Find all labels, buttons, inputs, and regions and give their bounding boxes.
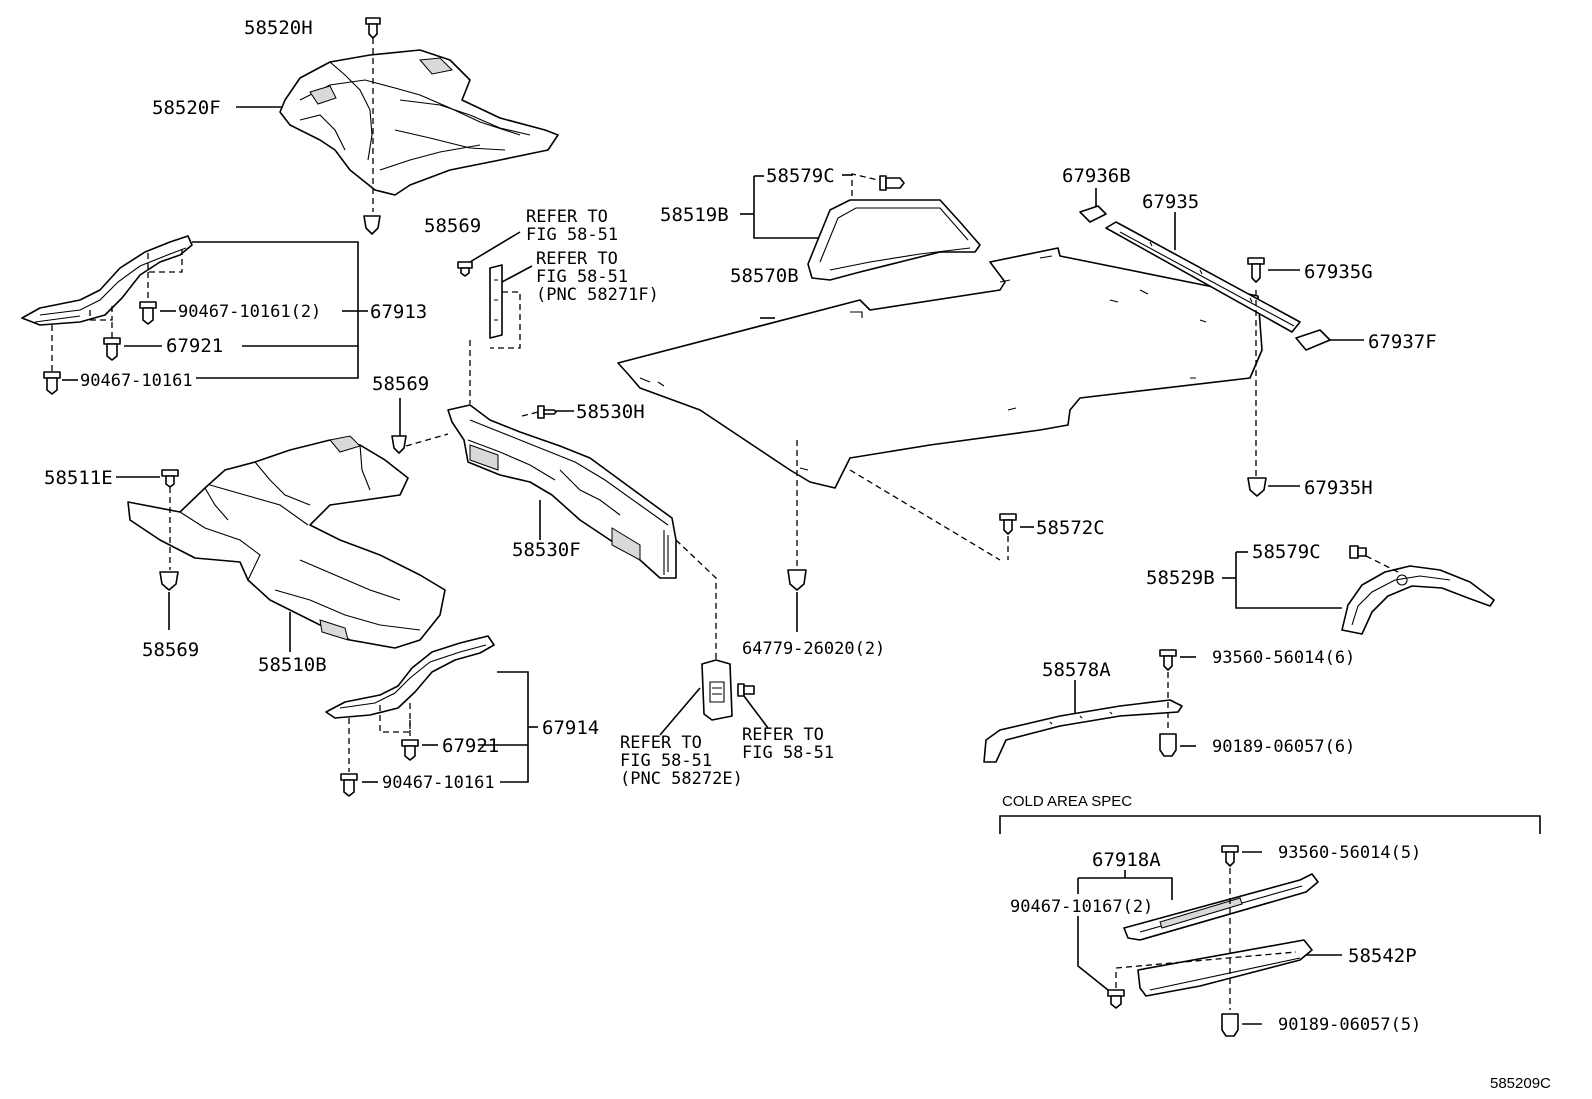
label-58572C: 58572C: [1036, 517, 1105, 539]
label-93560-56014-6: 93560-56014(6): [1212, 648, 1355, 668]
clip-58579C-upper: [879, 175, 905, 191]
part-67935-rail: [1105, 221, 1301, 333]
label-90467-10161-upper: 90467-10161: [80, 371, 193, 391]
label-90189-06057-6: 90189-06057(6): [1212, 737, 1355, 757]
part-67937F-pad: [1295, 329, 1331, 351]
screw-67935G: [1247, 257, 1265, 283]
label-67914: 67914: [542, 717, 599, 739]
clip-64779-26020: [787, 569, 807, 591]
label-58579C-upper: 58579C: [766, 165, 835, 187]
label-90467-10161-2: 90467-10161(2): [178, 302, 321, 322]
part-58578A-bar: [983, 699, 1183, 763]
part-58530F-tunnel: [447, 404, 677, 579]
label-58579C-lower: 58579C: [1252, 541, 1321, 563]
label-67935: 67935: [1142, 191, 1199, 213]
part-58519B-cover: [807, 199, 981, 281]
bracket-58272E: [701, 659, 733, 721]
label-58569-mid: 58569: [372, 373, 429, 395]
screw-58579C-lower: [1349, 545, 1367, 559]
part-67914-step-panel: [325, 635, 495, 719]
clip-58520H: [365, 17, 381, 39]
label-refer-1a: REFER TO: [526, 207, 608, 227]
label-67935H: 67935H: [1304, 477, 1373, 499]
clip-58569-center: [457, 261, 473, 277]
label-93560-56014-5: 93560-56014(5): [1278, 843, 1421, 863]
label-58520F: 58520F: [152, 97, 221, 119]
label-refer-4b: FIG 58-51: [742, 743, 834, 763]
clip-67921-lower: [401, 739, 419, 761]
label-67937F: 67937F: [1368, 331, 1437, 353]
bracket-58271F: [489, 264, 503, 339]
nut-90189-06057-5: [1221, 1013, 1239, 1037]
label-refer-2b: FIG 58-51: [536, 267, 628, 287]
label-refer-1b: FIG 58-51: [526, 225, 618, 245]
label-58530H: 58530H: [576, 401, 645, 423]
clip-90467-10161-upper-step: [139, 301, 157, 325]
clip-58530H: [537, 405, 557, 419]
figure-id: 585209C: [1490, 1075, 1551, 1092]
part-58529B-wheelhouse: [1341, 565, 1495, 635]
part-67913-step-panel: [21, 235, 193, 326]
label-67921-lower: 67921: [442, 735, 499, 757]
label-refer-3a: REFER TO: [620, 733, 702, 753]
screw-93560-56014-6: [1159, 649, 1177, 671]
label-58578A: 58578A: [1042, 659, 1111, 681]
screw-93560-56014-5: [1221, 845, 1239, 867]
label-refer-2c: (PNC 58271F): [536, 285, 659, 305]
label-refer-3c: (PNC 58272E): [620, 769, 743, 789]
label-67913: 67913: [370, 301, 427, 323]
part-58510B-carpet: [127, 435, 446, 649]
label-67921-upper: 67921: [166, 335, 223, 357]
label-58510B: 58510B: [258, 654, 327, 676]
label-64779-26020-2: 64779-26020(2): [742, 639, 885, 659]
nut-90189-06057-6: [1159, 733, 1177, 757]
label-67936B: 67936B: [1062, 165, 1131, 187]
label-90467-10161-lower: 90467-10161: [382, 773, 495, 793]
part-67936B-pad: [1079, 205, 1107, 223]
label-90467-10167-2: 90467-10167(2): [1010, 897, 1153, 917]
part-58520F-carpet: [279, 49, 559, 196]
clip-58569-upper: [363, 215, 381, 235]
label-cold-area-spec: COLD AREA SPEC: [1002, 793, 1132, 810]
clip-refer-58-51: [737, 683, 755, 697]
clip-58569-lower: [159, 571, 179, 591]
clip-58569-mid: [391, 435, 407, 454]
label-58511E: 58511E: [44, 467, 113, 489]
label-67935G: 67935G: [1304, 261, 1373, 283]
label-90189-06057-5: 90189-06057(5): [1278, 1015, 1421, 1035]
label-58569-lower: 58569: [142, 639, 199, 661]
part-67918A-sill: [1123, 873, 1319, 941]
label-58530F: 58530F: [512, 539, 581, 561]
label-58529B: 58529B: [1146, 567, 1215, 589]
label-58569-upper: 58569: [424, 215, 481, 237]
clip-67921-upper: [103, 337, 121, 361]
clip-90467-10167-2: [1107, 989, 1125, 1009]
part-58570B-floor-board: [617, 247, 1263, 489]
clip-67935H: [1247, 477, 1267, 497]
label-58570B: 58570B: [730, 265, 799, 287]
label-refer-3b: FIG 58-51: [620, 751, 712, 771]
label-refer-2a: REFER TO: [536, 249, 618, 269]
label-58542P: 58542P: [1348, 945, 1417, 967]
clip-90467-10161-lower: [340, 773, 358, 797]
part-58542P-cover: [1137, 939, 1313, 997]
clip-58511E: [161, 469, 179, 488]
clip-58572C: [999, 513, 1017, 535]
label-58519B: 58519B: [660, 204, 729, 226]
label-67918A: 67918A: [1092, 849, 1161, 871]
clip-90467-10161-lower-step: [43, 371, 61, 395]
label-58520H: 58520H: [244, 17, 313, 39]
label-refer-4a: REFER TO: [742, 725, 824, 745]
